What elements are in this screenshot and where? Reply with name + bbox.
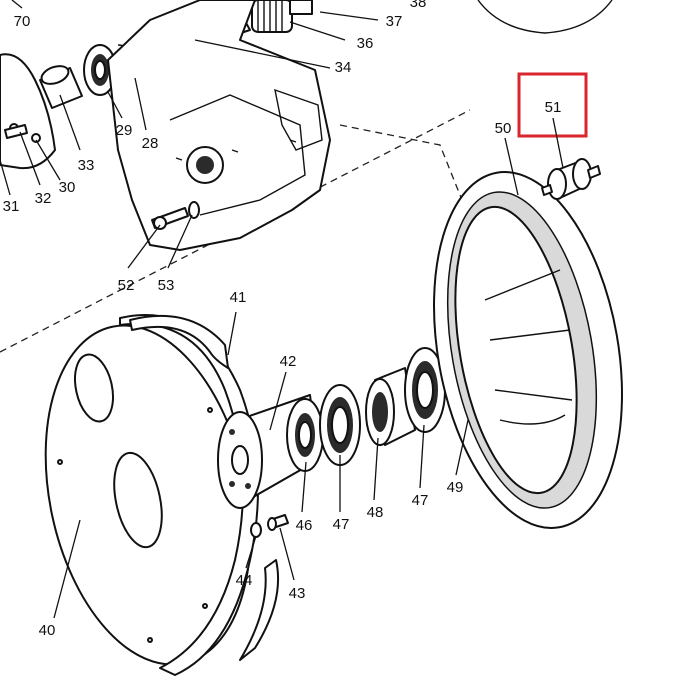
label-31: 31 xyxy=(3,198,20,215)
label-33: 33 xyxy=(78,157,95,174)
detail-circle xyxy=(477,0,613,34)
label-32: 32 xyxy=(35,190,52,207)
label-42: 42 xyxy=(280,353,297,370)
label-49: 49 xyxy=(447,479,464,496)
seal-41 xyxy=(129,314,229,369)
upper-housing-assembly xyxy=(0,0,331,251)
leader-lines xyxy=(0,0,564,619)
label-38: 38 xyxy=(410,0,427,11)
label-47b: 47 xyxy=(412,492,429,509)
label-44: 44 xyxy=(236,572,253,589)
highlight-box xyxy=(517,72,588,138)
label-46: 46 xyxy=(296,517,313,534)
label-29: 29 xyxy=(116,122,133,139)
label-52: 52 xyxy=(118,277,135,294)
ring-gear-50 xyxy=(433,171,623,529)
bearing-46 xyxy=(286,398,324,472)
label-51: 51 xyxy=(545,99,562,116)
label-37: 37 xyxy=(386,13,403,30)
callout-labels: 70 29 28 33 30 32 31 34 36 37 38 52 53 4… xyxy=(3,0,562,639)
label-43: 43 xyxy=(289,585,306,602)
label-70: 70 xyxy=(14,13,31,30)
label-36: 36 xyxy=(357,35,374,52)
bearing-47b xyxy=(404,347,446,433)
label-34: 34 xyxy=(335,59,352,76)
alignment-line xyxy=(339,124,463,201)
label-30: 30 xyxy=(59,179,76,196)
bearing-47a xyxy=(319,384,361,466)
bolts-43-44 xyxy=(250,514,289,538)
pinion-51 xyxy=(541,158,601,200)
plate-40 xyxy=(44,314,259,676)
seal-lower xyxy=(239,559,280,661)
label-53: 53 xyxy=(158,277,175,294)
label-28: 28 xyxy=(142,135,159,152)
label-40: 40 xyxy=(39,622,56,639)
label-41: 41 xyxy=(230,289,247,306)
label-47a: 47 xyxy=(333,516,350,533)
label-50: 50 xyxy=(495,120,512,137)
label-48: 48 xyxy=(367,504,384,521)
